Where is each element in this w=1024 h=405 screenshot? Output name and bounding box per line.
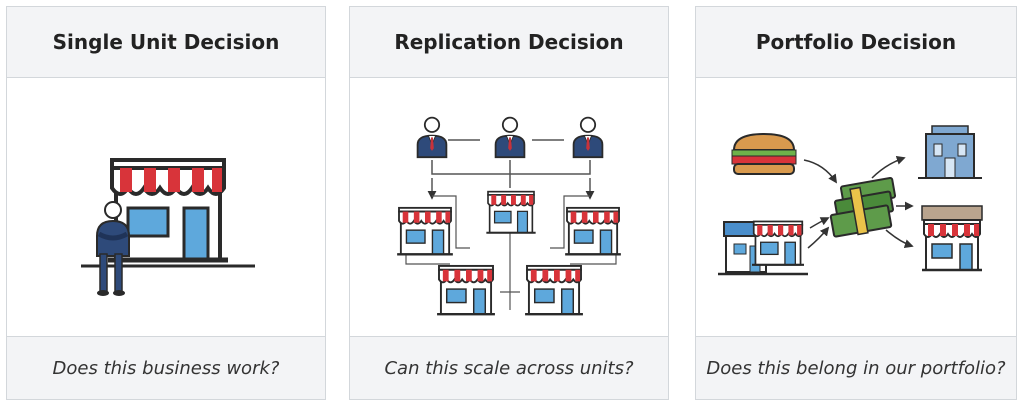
portfolio-illustration [696, 78, 1016, 336]
store-icon [563, 206, 623, 256]
panel-question: Does this belong in our portfolio? [696, 336, 1016, 399]
arrow-icon [803, 156, 914, 249]
office-building-icon [918, 125, 982, 179]
panel-single-unit: Single Unit Decision Does this business [6, 6, 326, 400]
store-icon [752, 220, 804, 267]
panel-title: Single Unit Decision [7, 7, 325, 78]
panel-replication: Replication Decision [349, 6, 669, 400]
money-stack-icon [829, 176, 897, 238]
panel-question: Can this scale across units? [350, 336, 668, 399]
panel-title: Replication Decision [350, 7, 668, 78]
panel-title: Portfolio Decision [696, 7, 1016, 78]
panel-portfolio: Portfolio Decision [695, 6, 1017, 400]
store-icon [485, 190, 537, 234]
person-icon [572, 116, 604, 159]
single-unit-illustration [7, 78, 325, 336]
store-icon [920, 205, 984, 272]
store-icon [523, 264, 585, 316]
person-icon [96, 201, 130, 296]
panel-question: Does this business work? [7, 336, 325, 399]
store-icon [395, 206, 455, 256]
store-icon [435, 264, 497, 316]
person-icon [416, 116, 448, 159]
burger-icon [731, 132, 797, 175]
replication-illustration [350, 78, 668, 336]
person-icon [494, 116, 526, 159]
